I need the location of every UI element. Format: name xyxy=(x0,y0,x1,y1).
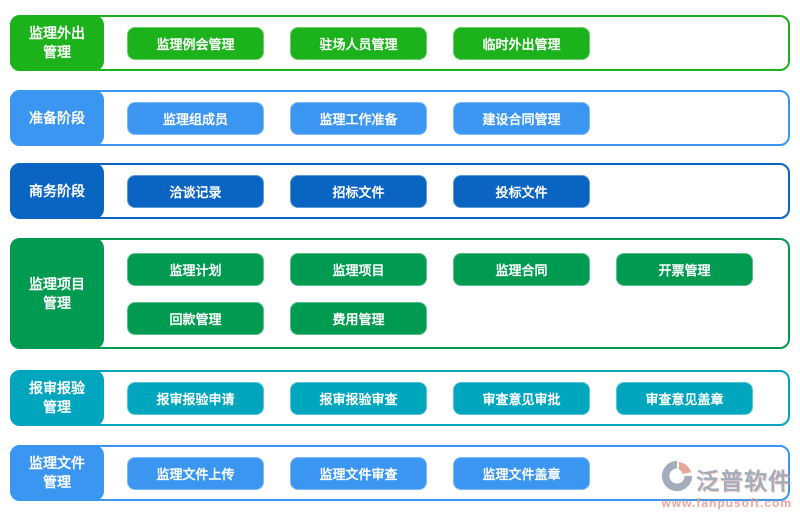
menu-button-negotiation-record[interactable]: 洽谈记录 xyxy=(127,174,264,208)
menu-button-expense-mgmt[interactable]: 费用管理 xyxy=(290,301,427,335)
menu-button-team-members[interactable]: 监理组成员 xyxy=(127,101,264,135)
menu-button-meeting-mgmt[interactable]: 监理例会管理 xyxy=(127,26,264,60)
section-row-outing: 监理外出管理 监理例会管理 驻场人员管理 临时外出管理 xyxy=(10,15,790,71)
section-label-project: 监理项目管理 xyxy=(10,238,104,349)
section-content-preparation: 监理组成员 监理工作准备 建设合同管理 xyxy=(127,92,788,144)
menu-button-onsite-staff[interactable]: 驻场人员管理 xyxy=(290,26,427,60)
menu-button-construction-contract[interactable]: 建设合同管理 xyxy=(453,101,590,135)
menu-button-temp-outing[interactable]: 临时外出管理 xyxy=(453,26,590,60)
menu-button-opinion-seal[interactable]: 审查意见盖章 xyxy=(616,381,753,415)
brand-name: 泛普软件 xyxy=(696,467,792,494)
section-row-project: 监理项目管理 监理计划 监理项目 监理合同 开票管理 回款管理 费用管理 xyxy=(10,238,790,349)
section-label-business: 商务阶段 xyxy=(10,163,104,219)
fanpu-swirl-logo-icon xyxy=(660,459,694,498)
menu-button-doc-seal[interactable]: 监理文件盖章 xyxy=(453,456,590,490)
section-label-preparation: 准备阶段 xyxy=(10,90,104,146)
menu-button-supervision-contract[interactable]: 监理合同 xyxy=(453,252,590,286)
menu-button-tender-doc[interactable]: 招标文件 xyxy=(290,174,427,208)
menu-button-opinion-approval[interactable]: 审查意见审批 xyxy=(453,381,590,415)
section-content-business: 洽谈记录 招标文件 投标文件 xyxy=(127,165,788,217)
section-content-project: 监理计划 监理项目 监理合同 开票管理 回款管理 费用管理 xyxy=(127,240,788,347)
menu-button-inspection-review[interactable]: 报审报验审查 xyxy=(290,381,427,415)
section-label-inspection: 报审报验管理 xyxy=(10,370,104,426)
menu-button-invoicing-mgmt[interactable]: 开票管理 xyxy=(616,252,753,286)
menu-button-doc-upload[interactable]: 监理文件上传 xyxy=(127,456,264,490)
brand-url: www.fanpusoft.com xyxy=(661,496,792,510)
menu-button-work-prep[interactable]: 监理工作准备 xyxy=(290,101,427,135)
menu-button-inspection-apply[interactable]: 报审报验申请 xyxy=(127,381,264,415)
section-content-outing: 监理例会管理 驻场人员管理 临时外出管理 xyxy=(127,17,788,69)
menu-button-bid-doc[interactable]: 投标文件 xyxy=(453,174,590,208)
section-row-documents: 监理文件管理 监理文件上传 监理文件审查 监理文件盖章 xyxy=(10,445,790,501)
section-row-inspection: 报审报验管理 报审报验申请 报审报验审查 审查意见审批 审查意见盖章 xyxy=(10,370,790,426)
section-label-documents: 监理文件管理 xyxy=(10,445,104,501)
menu-button-supervision-plan[interactable]: 监理计划 xyxy=(127,252,264,286)
brand-watermark: 泛普软件 www.fanpusoft.com xyxy=(660,459,792,510)
section-content-inspection: 报审报验申请 报审报验审查 审查意见审批 审查意见盖章 xyxy=(127,372,788,424)
menu-button-supervision-project[interactable]: 监理项目 xyxy=(290,252,427,286)
menu-button-doc-review[interactable]: 监理文件审查 xyxy=(290,456,427,490)
section-label-outing: 监理外出管理 xyxy=(10,15,104,71)
section-content-documents: 监理文件上传 监理文件审查 监理文件盖章 xyxy=(127,447,788,499)
section-row-preparation: 准备阶段 监理组成员 监理工作准备 建设合同管理 xyxy=(10,90,790,146)
menu-button-payment-collection[interactable]: 回款管理 xyxy=(127,301,264,335)
section-row-business: 商务阶段 洽谈记录 招标文件 投标文件 xyxy=(10,163,790,219)
